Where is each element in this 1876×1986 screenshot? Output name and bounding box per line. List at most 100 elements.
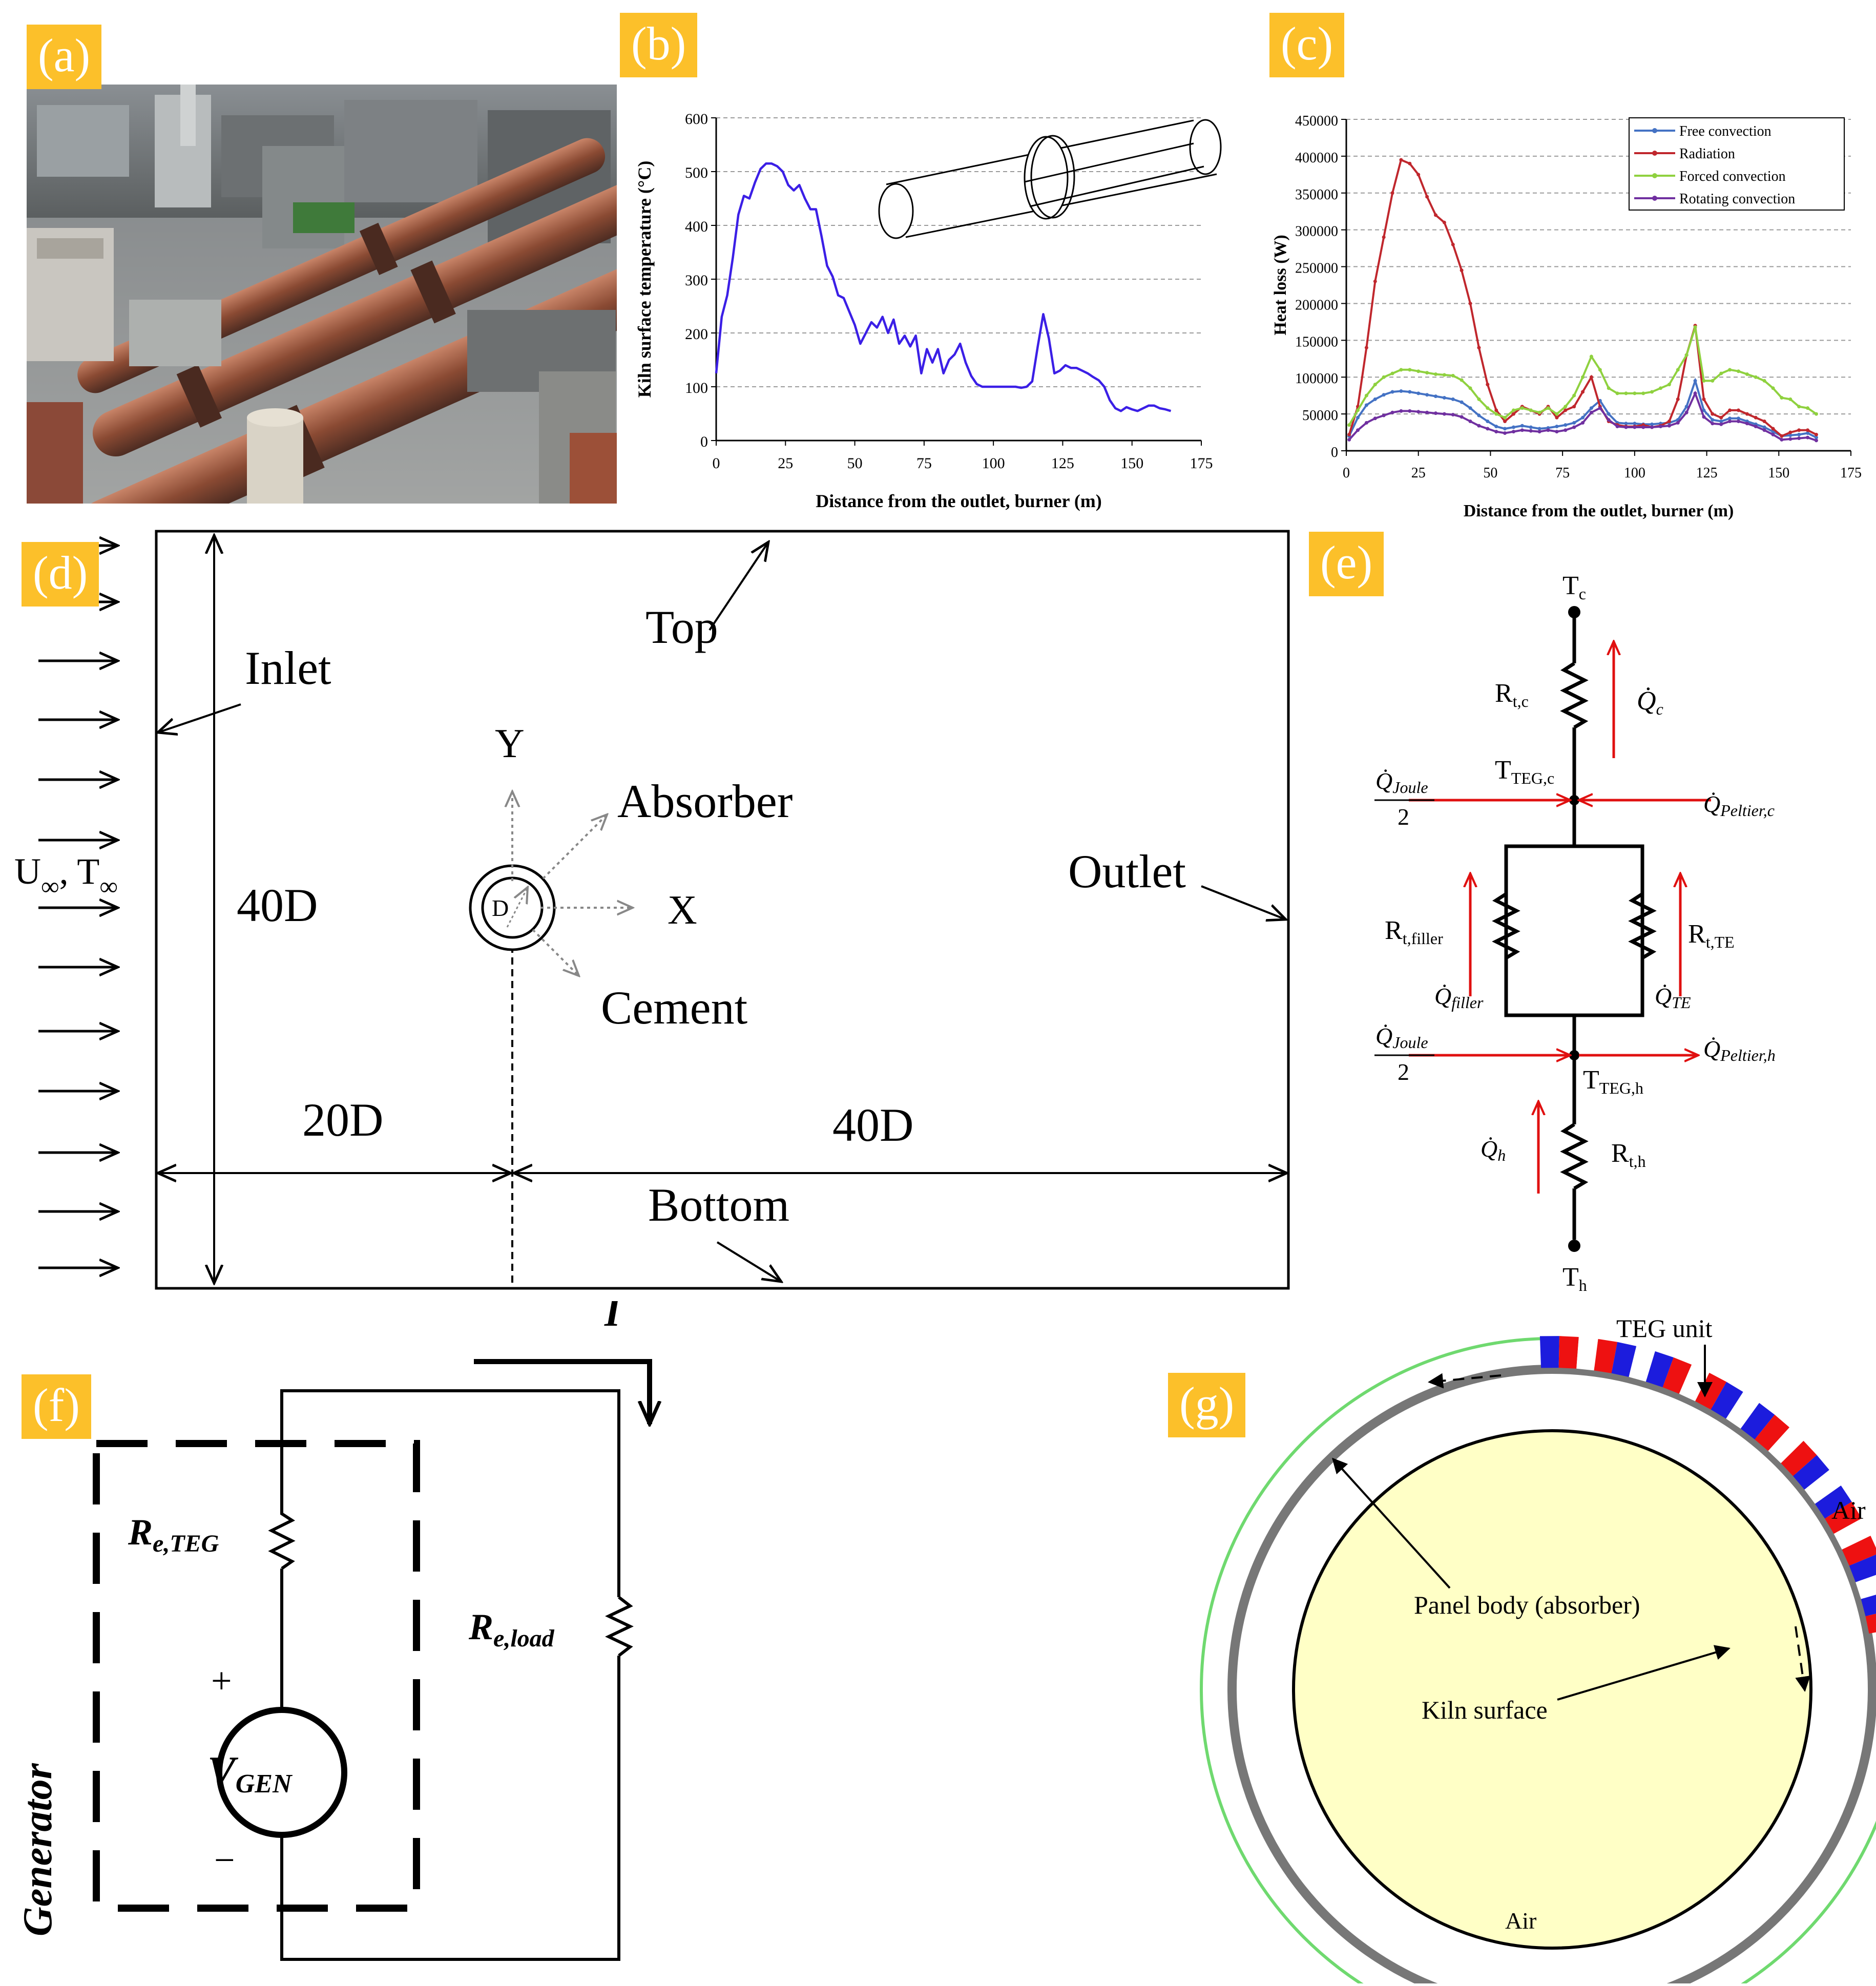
top-pointer [708,542,768,631]
x-tick-label: 25 [1411,465,1426,481]
series-point [1477,413,1481,417]
series-point [1728,416,1732,421]
series-point [1754,375,1758,379]
y-tick-label: 100000 [1295,371,1338,387]
series-point [1607,412,1611,416]
series-point [1399,368,1403,372]
series-point [1754,425,1758,429]
series-point [1494,412,1498,416]
teg-leg-segment [1629,1346,1655,1382]
series-point [1693,391,1697,395]
kiln-cylinder-sketch [878,119,1222,239]
outlet-pointer [1201,885,1286,919]
series-point [1780,395,1784,400]
series-point [1347,423,1351,427]
network-wires [1492,612,1657,1240]
series-point [1736,369,1740,373]
series-point [1797,432,1801,436]
series-point [1486,419,1490,423]
freestream-label: U∞, T∞ [14,851,118,901]
series-point [1754,415,1758,420]
y-axis-label: Y [495,721,525,766]
series-point [1382,393,1386,397]
qjoule-top-denominator: 2 [1398,804,1409,830]
series-point [1486,427,1490,431]
tc-label: Tc [1562,571,1586,603]
x-tick-label: 75 [1555,465,1570,481]
series-point [1607,386,1611,390]
teg-leg-segment [1804,1470,1841,1504]
y-axis-title: Heat loss (W) [1271,235,1290,335]
series-point [1684,405,1689,409]
panel-d: Top Inlet Outlet Bottom Absorber Cement … [0,522,1301,1342]
series-point [1589,375,1593,379]
series-point [1650,425,1654,429]
series-point [1503,415,1507,420]
y-tick-label: 200 [685,326,708,343]
cold-node [1568,606,1580,618]
teg-leg-segment [1755,1414,1790,1451]
y-tick-label: 300 [685,272,708,289]
x-tick-label: 150 [1120,455,1143,472]
series-point [1676,421,1680,425]
teg-leg-segment [1558,1336,1579,1369]
inflow-arrows [38,546,118,1268]
series-point [1762,419,1766,423]
series-point [1806,428,1810,432]
legend-marker [1652,196,1657,201]
teg-unit-label: TEG unit [1616,1314,1713,1343]
series-point [1702,397,1706,401]
series-point [1598,368,1602,372]
x-tick-label: 125 [1051,455,1074,472]
y-axis-title: Kiln surface temperature (°C) [634,161,655,398]
series-point [1814,435,1818,440]
series-point [1745,412,1749,416]
series-point [1806,406,1810,410]
reteg-label: Re,TEG [128,1512,219,1557]
y-tick-label: 150000 [1295,334,1338,350]
series-point [1633,391,1637,395]
teg-hot-node [1569,1050,1579,1060]
teg-electrical-circuit: I Re,TEG Re,load VGEN Generator + − [15,1290,717,1961]
series-point [1460,378,1464,382]
rth-label: Rt,h [1611,1139,1646,1170]
generator-boundary [93,1440,420,1912]
teg-leg-segment [1611,1342,1637,1377]
series-point [1650,390,1654,394]
series-point [1520,428,1524,432]
series-point [1451,397,1455,401]
x-tick-label: 100 [982,455,1005,472]
series-point [1780,434,1784,438]
series-point [1728,368,1732,372]
series-point [1503,427,1507,431]
qpeltier-c-label: Q̇Peltier,c [1703,791,1775,820]
series-point [1719,415,1723,420]
series-point [1425,393,1429,397]
series-point [1494,425,1498,429]
series-point [1364,403,1368,407]
series-point [1564,423,1568,427]
x-tick-label: 25 [778,455,793,472]
series-point [1477,346,1481,350]
series-point [1390,410,1394,414]
series-point [1788,397,1792,401]
series-point [1451,413,1455,417]
series-point [1537,410,1541,414]
series-point [1572,393,1576,398]
series-point [1511,412,1515,416]
panel-b-tag: (b) [620,13,698,77]
inlet-pointer [158,703,241,733]
series-point [1382,235,1386,239]
series-point [1771,386,1775,390]
series-point [1564,428,1568,432]
series-point [1460,400,1464,404]
series-point [1511,425,1515,429]
air-bottom-label: Air [1505,1908,1536,1934]
series-point [1356,415,1360,420]
series-point [1433,372,1437,376]
series-point [1797,405,1801,409]
teg-leg-segment [1861,1595,1876,1617]
series-point [1520,424,1524,428]
panel-body-circle [1292,1429,1812,1950]
x-tick-label: 175 [1840,465,1862,481]
